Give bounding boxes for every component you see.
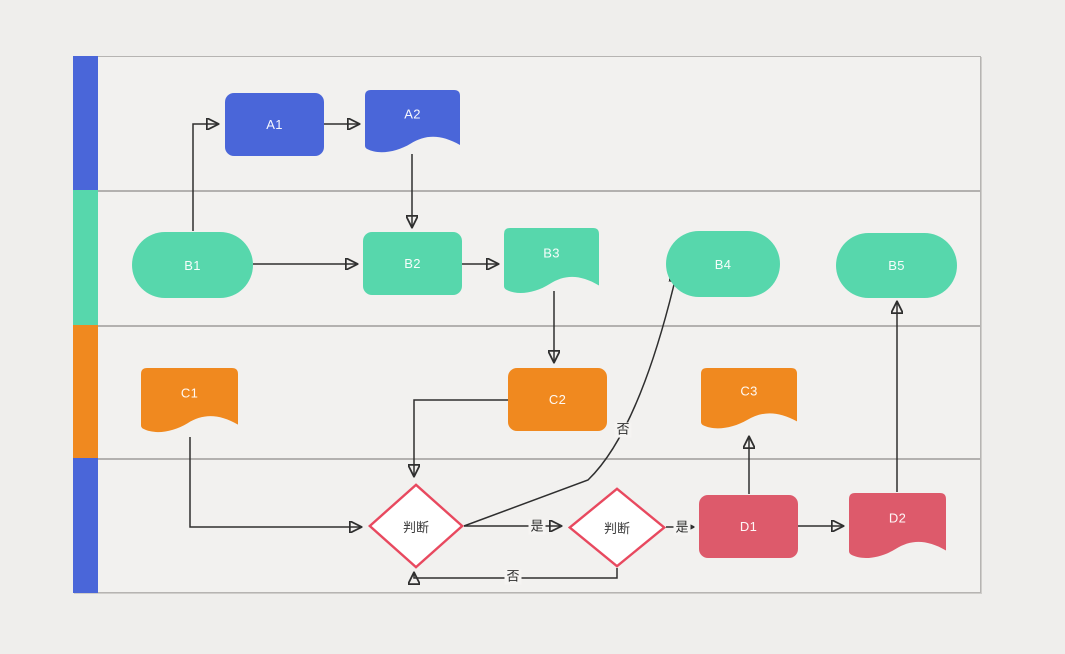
node-b4[interactable]: B4 — [666, 231, 780, 297]
node-c2-label: C2 — [548, 392, 567, 407]
lane-bar-2[interactable] — [73, 190, 98, 325]
node-b4-label: B4 — [714, 256, 732, 272]
node-decision-2-label: 判断 — [603, 521, 630, 536]
node-d2[interactable]: D2 — [849, 493, 946, 563]
edge-label-decision1-yes: 是 — [528, 518, 546, 535]
node-c2[interactable]: C2 — [508, 368, 607, 431]
lane-bar-3[interactable] — [73, 325, 98, 458]
node-b3[interactable]: B3 — [504, 228, 599, 298]
document-shape — [701, 368, 797, 429]
lane-bar-4[interactable] — [73, 458, 98, 593]
lane-bar-1[interactable] — [73, 56, 98, 190]
diamond-shape — [368, 483, 464, 569]
node-c1[interactable]: C1 — [141, 368, 238, 437]
lane-separator-3 — [74, 458, 980, 460]
diamond-shape — [568, 487, 666, 568]
edge-label-decision2-yes: 是 — [673, 519, 691, 536]
node-decision-2[interactable]: 判断 — [568, 487, 666, 568]
edge-b1-a1[interactable] — [192, 124, 217, 231]
node-a2[interactable]: A2 — [365, 90, 460, 157]
swimlane-panel — [73, 56, 981, 593]
node-b1[interactable]: B1 — [132, 232, 253, 298]
node-a1-label: A1 — [266, 117, 283, 132]
edge-label-decision1-no: 否 — [614, 421, 632, 438]
edge-c2-decision1[interactable] — [414, 399, 508, 475]
node-c3[interactable]: C3 — [701, 368, 797, 433]
node-b1-label: B1 — [184, 257, 201, 273]
node-c1-label: C1 — [180, 385, 199, 401]
edge-decision1-b4-no[interactable] — [463, 272, 677, 527]
node-decision-1-label: 判断 — [402, 519, 429, 535]
edge-label-decision2-no: 否 — [504, 568, 522, 585]
node-b5[interactable]: B5 — [836, 233, 957, 298]
node-b2[interactable]: B2 — [363, 232, 462, 295]
node-b2-label: B2 — [404, 256, 421, 271]
node-c3-label: C3 — [740, 383, 758, 399]
node-d1-label: D1 — [739, 519, 758, 534]
document-shape — [365, 90, 460, 153]
node-decision-1[interactable]: 判断 — [368, 483, 464, 569]
node-a2-label: A2 — [404, 106, 421, 122]
node-b3-label: B3 — [543, 245, 560, 261]
lane-separator-2 — [74, 325, 980, 327]
lane-separator-1 — [74, 190, 980, 192]
node-b5-label: B5 — [888, 258, 905, 273]
node-a1[interactable]: A1 — [225, 93, 324, 156]
document-shape — [141, 368, 238, 433]
node-d2-label: D2 — [888, 510, 907, 526]
node-d1[interactable]: D1 — [699, 495, 798, 558]
document-shape — [504, 228, 599, 293]
edge-c1-decision1[interactable] — [189, 437, 360, 527]
document-shape — [849, 493, 946, 558]
